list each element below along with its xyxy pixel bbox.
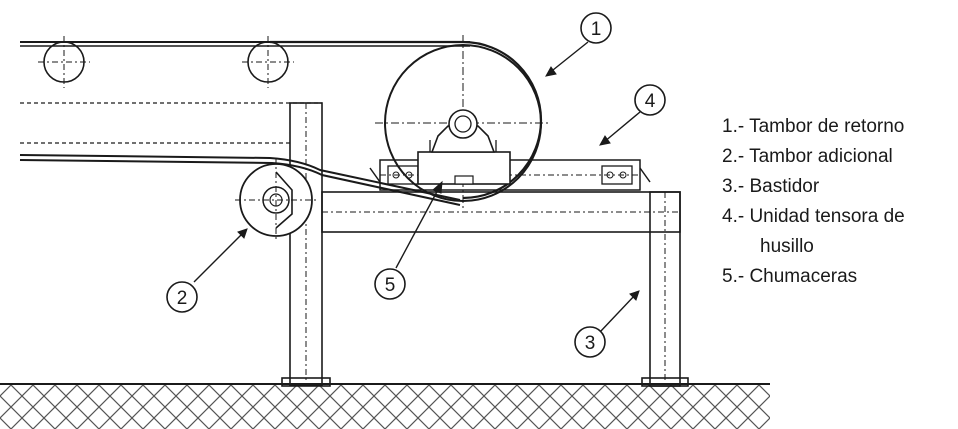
- lower-belt: [19, 154, 461, 206]
- legend-item-3: 3.- Bastidor: [722, 176, 820, 197]
- callout-4-label: 4: [645, 91, 656, 112]
- callout-5-label: 5: [385, 275, 396, 296]
- ground: [0, 383, 770, 429]
- callout-4: 4: [634, 84, 666, 116]
- callout-1-label: 1: [591, 19, 602, 40]
- bearing-block: [417, 109, 511, 185]
- callout-5: 5: [374, 268, 406, 300]
- legend-item-1: 1.- Tambor de retorno: [722, 116, 905, 137]
- idler-roller-left: [38, 36, 90, 88]
- legend-item-2: 2.- Tambor adicional: [722, 146, 893, 167]
- callout-3-label: 3: [585, 333, 596, 354]
- legend-item-5: 5.- Chumaceras: [722, 266, 858, 287]
- callout-3: 3: [574, 326, 606, 358]
- legend-item-4-continuation: husillo: [760, 236, 814, 257]
- legend: 1.- Tambor de retorno 2.- Tambor adicion…: [722, 112, 954, 292]
- additional-drum: [235, 158, 318, 242]
- callout-2: 2: [166, 281, 198, 313]
- callout-leaders: [193, 41, 641, 333]
- legend-item-4: 4.- Unidad tensora de: [722, 206, 905, 227]
- upper-frame: [20, 102, 331, 387]
- callout-2-label: 2: [177, 288, 188, 309]
- idler-roller-right: [242, 36, 294, 88]
- callout-1: 1: [580, 12, 612, 44]
